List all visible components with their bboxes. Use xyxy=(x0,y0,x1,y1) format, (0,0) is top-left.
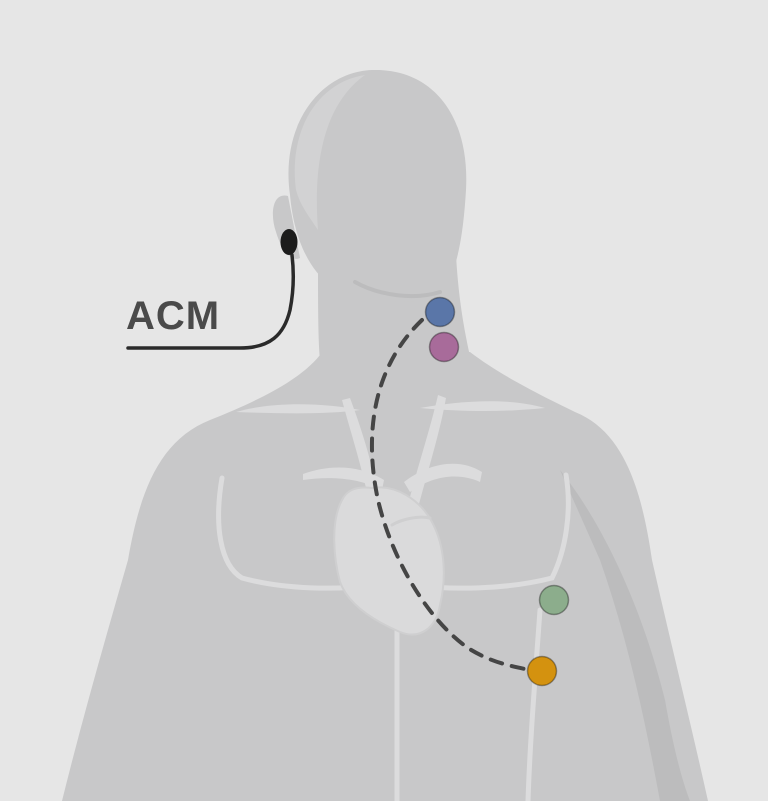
head xyxy=(288,69,467,302)
side-line-right xyxy=(525,607,543,801)
head-highlight xyxy=(294,75,365,230)
acm-label: ACM xyxy=(126,294,221,338)
clavicle-left xyxy=(236,404,360,414)
vessel-left-branch xyxy=(303,467,384,490)
torso-shade xyxy=(560,470,690,801)
pectoral-right-line xyxy=(409,472,571,591)
acm-lead-line xyxy=(126,253,296,350)
acm-device xyxy=(280,229,298,255)
electrode-orange xyxy=(526,655,558,687)
heart-detail xyxy=(390,515,432,527)
dashed-lead-path xyxy=(369,318,532,672)
electrode-green xyxy=(538,584,570,616)
electrode-purple xyxy=(428,331,460,363)
vessel-right-branch xyxy=(404,463,482,492)
pectoral-left-line xyxy=(216,475,375,591)
jaw-line xyxy=(353,280,442,299)
clavicle-right xyxy=(420,401,545,411)
electrode-blue xyxy=(424,296,456,328)
